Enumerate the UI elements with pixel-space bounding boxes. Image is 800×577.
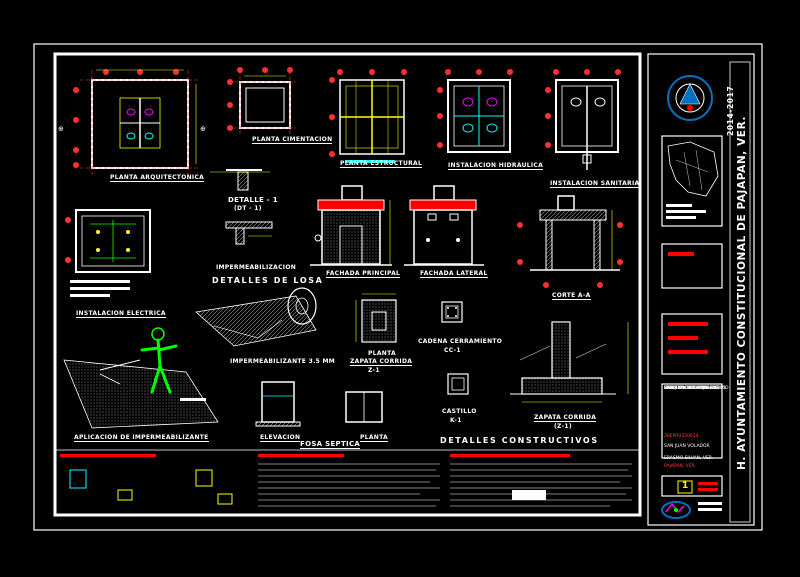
label-cadena-cerramiento-code: CC-1 (444, 347, 461, 354)
label-planta: PLANTA (368, 350, 396, 357)
label-cadena-cerramiento: CADENA CERRAMIENTO (418, 338, 503, 345)
label-instalacion-sanitaria: INSTALACION SANITARIA (550, 180, 640, 188)
detalle-1-drawing (210, 169, 273, 245)
project-line: DE LA LOCALIDAD DE (664, 386, 713, 391)
planta-estructural-drawing (329, 69, 407, 163)
project-line: VER. (664, 386, 675, 391)
label-castillo: CASTILLO (442, 408, 477, 415)
fosa-septica-drawing (255, 381, 383, 427)
responsable-value: ERASMO SILVAN, VER. (664, 456, 714, 461)
label-instalacion-hidraulica: INSTALACION HIDRAULICA (448, 162, 544, 170)
corte-a-a-drawing (517, 195, 623, 288)
worker-figure (140, 327, 178, 394)
label-corte-a-a: CORTE A-A (552, 292, 591, 300)
zapata-corrida-section-drawing (510, 321, 629, 403)
notes-area (55, 449, 640, 507)
cadena-cerramiento-drawing (441, 301, 463, 323)
label-instalacion-electrica: INSTALACION ELECTRICA (76, 310, 166, 318)
project-line: CONSTRUCCION DE BAÑOS (664, 386, 726, 391)
label-elevacion: ELEVACION (260, 434, 301, 442)
label-detalles-de-losa: DETALLES DE LOSA (212, 276, 324, 285)
svg-text:⊕: ⊕ (58, 125, 64, 133)
vertical-title-strip (729, 61, 751, 523)
municipio-value: PAJAPAN, VER. (664, 464, 696, 469)
project-line: LAZARO CARDENAS DEL RIO (664, 386, 729, 391)
label-detalle-1: DETALLE - 1 (228, 196, 278, 204)
clave-value: 30EPR0320014 (664, 434, 699, 439)
sheet-number: 1 (682, 481, 689, 491)
institution-title: H. AYUNTAMIENTO CONSTITUCIONAL DE PAJAPA… (736, 115, 748, 470)
label-planta-cimentacion: PLANTA CIMENTACION (252, 136, 333, 144)
instalacion-electrica-drawing (65, 209, 151, 297)
planta-cimentacion-drawing (227, 67, 296, 134)
label-zapata-corrida-code: Z-1 (368, 367, 380, 374)
label-impermeabilizacion: IMPERMEABILIZACION (216, 264, 297, 271)
label-fosa-septica: FOSA SEPTICA (300, 440, 361, 449)
lugar-value: SAN JUAN VOLADOR (664, 444, 710, 449)
instalacion-hidraulica-drawing (437, 69, 513, 153)
project-line: SAN JUAN VOLADOR, DEL (664, 386, 722, 391)
svg-text:⊕: ⊕ (200, 125, 206, 133)
inner-frame (53, 52, 642, 517)
zapata-corrida-plan-drawing (355, 293, 397, 343)
label-zapata-corrida-2: ZAPATA CORRIDA (534, 414, 597, 422)
footer-logo-icon (661, 501, 691, 519)
label-impermeabilizante: IMPERMEABILIZANTE 3.5 MM (230, 358, 336, 365)
label-fachada-principal: FACHADA PRINCIPAL (326, 270, 401, 278)
label-zapata-corrida: ZAPATA CORRIDA (350, 358, 413, 366)
planta-arquitectonica-drawing: ⊕ ⊕ (58, 69, 206, 175)
aplicacion-impermeabilizante-drawing (63, 327, 219, 429)
title-frame (647, 53, 755, 526)
label-planta-arquitectonica: PLANTA ARQUITECTONICA (110, 174, 205, 182)
municipal-logo-icon (667, 75, 713, 121)
project-line: MUNICIPIO DE PAJAPAN, (664, 386, 718, 391)
period-label: 2014-2017 (726, 85, 735, 136)
fachada-principal-drawing (310, 185, 392, 266)
label-fachada-lateral: FACHADA LATERAL (420, 270, 488, 278)
title-block-graphics (661, 75, 723, 519)
outer-frame (33, 43, 763, 531)
label-detalle-1-code: (DT - 1) (234, 205, 262, 212)
project-line: EN LA ESCUELA PRIMARIA (664, 386, 723, 391)
fachada-lateral-drawing (404, 185, 484, 266)
label-planta-estructural: PLANTA ESTRUCTURAL (340, 160, 423, 168)
impermeabilizante-roll-drawing (195, 287, 317, 347)
instalacion-sanitaria-drawing (545, 69, 621, 170)
label-aplicacion-impermeabilizante: APLICACION DE IMPERMEABILIZANTE (74, 434, 209, 442)
label-planta-fosa: PLANTA (360, 434, 388, 442)
municipality-map-icon (667, 141, 719, 197)
label-zapata-corrida-2-code: (Z-1) (554, 423, 572, 430)
label-castillo-code: K-1 (450, 417, 462, 424)
castillo-drawing (447, 373, 469, 395)
label-detalles-constructivos: DETALLES CONSTRUCTIVOS (440, 436, 599, 445)
